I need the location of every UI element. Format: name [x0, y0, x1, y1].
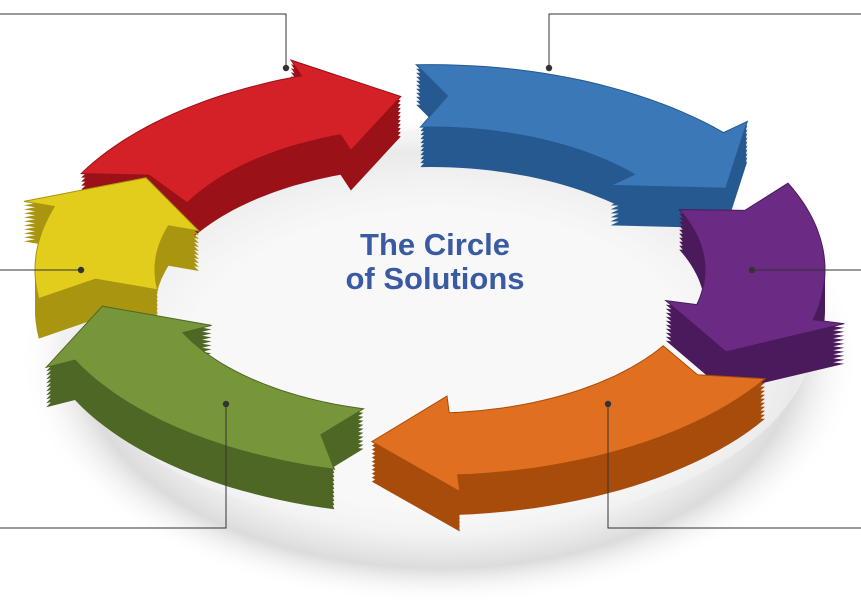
callout-dot-purple: [748, 266, 756, 274]
callout-dot-yellow: [77, 266, 85, 274]
purple-arrow-face: [664, 182, 845, 353]
orange-arrow: [370, 345, 767, 532]
callout-dot-red: [282, 64, 290, 72]
green-arrow-face: [44, 305, 365, 470]
callout-lines: [0, 13, 861, 529]
yellow-arrow: [23, 177, 201, 339]
title-line-2: of Solutions: [345, 261, 525, 296]
green-arrow: [44, 305, 365, 510]
yellow-arrow-face: [23, 177, 201, 300]
callout-line-orange: [607, 404, 861, 529]
callout-dot-orange: [604, 400, 612, 408]
arrow-ring: [23, 59, 845, 532]
callout-line-green: [0, 404, 227, 529]
callout-dot-blue: [545, 64, 553, 72]
callout-dot-green: [222, 400, 230, 408]
blue-arrow-face: [415, 64, 749, 189]
callout-dots: [77, 64, 756, 408]
purple-arrow: [664, 182, 845, 392]
diagram-title: The Circle of Solutions: [270, 228, 600, 296]
red-arrow-face: [79, 59, 402, 204]
title-line-1: The Circle: [360, 227, 510, 262]
callout-line-blue: [548, 13, 861, 68]
callout-line-red: [0, 13, 287, 68]
blue-arrow: [415, 64, 749, 229]
orange-arrow-face: [370, 345, 767, 493]
